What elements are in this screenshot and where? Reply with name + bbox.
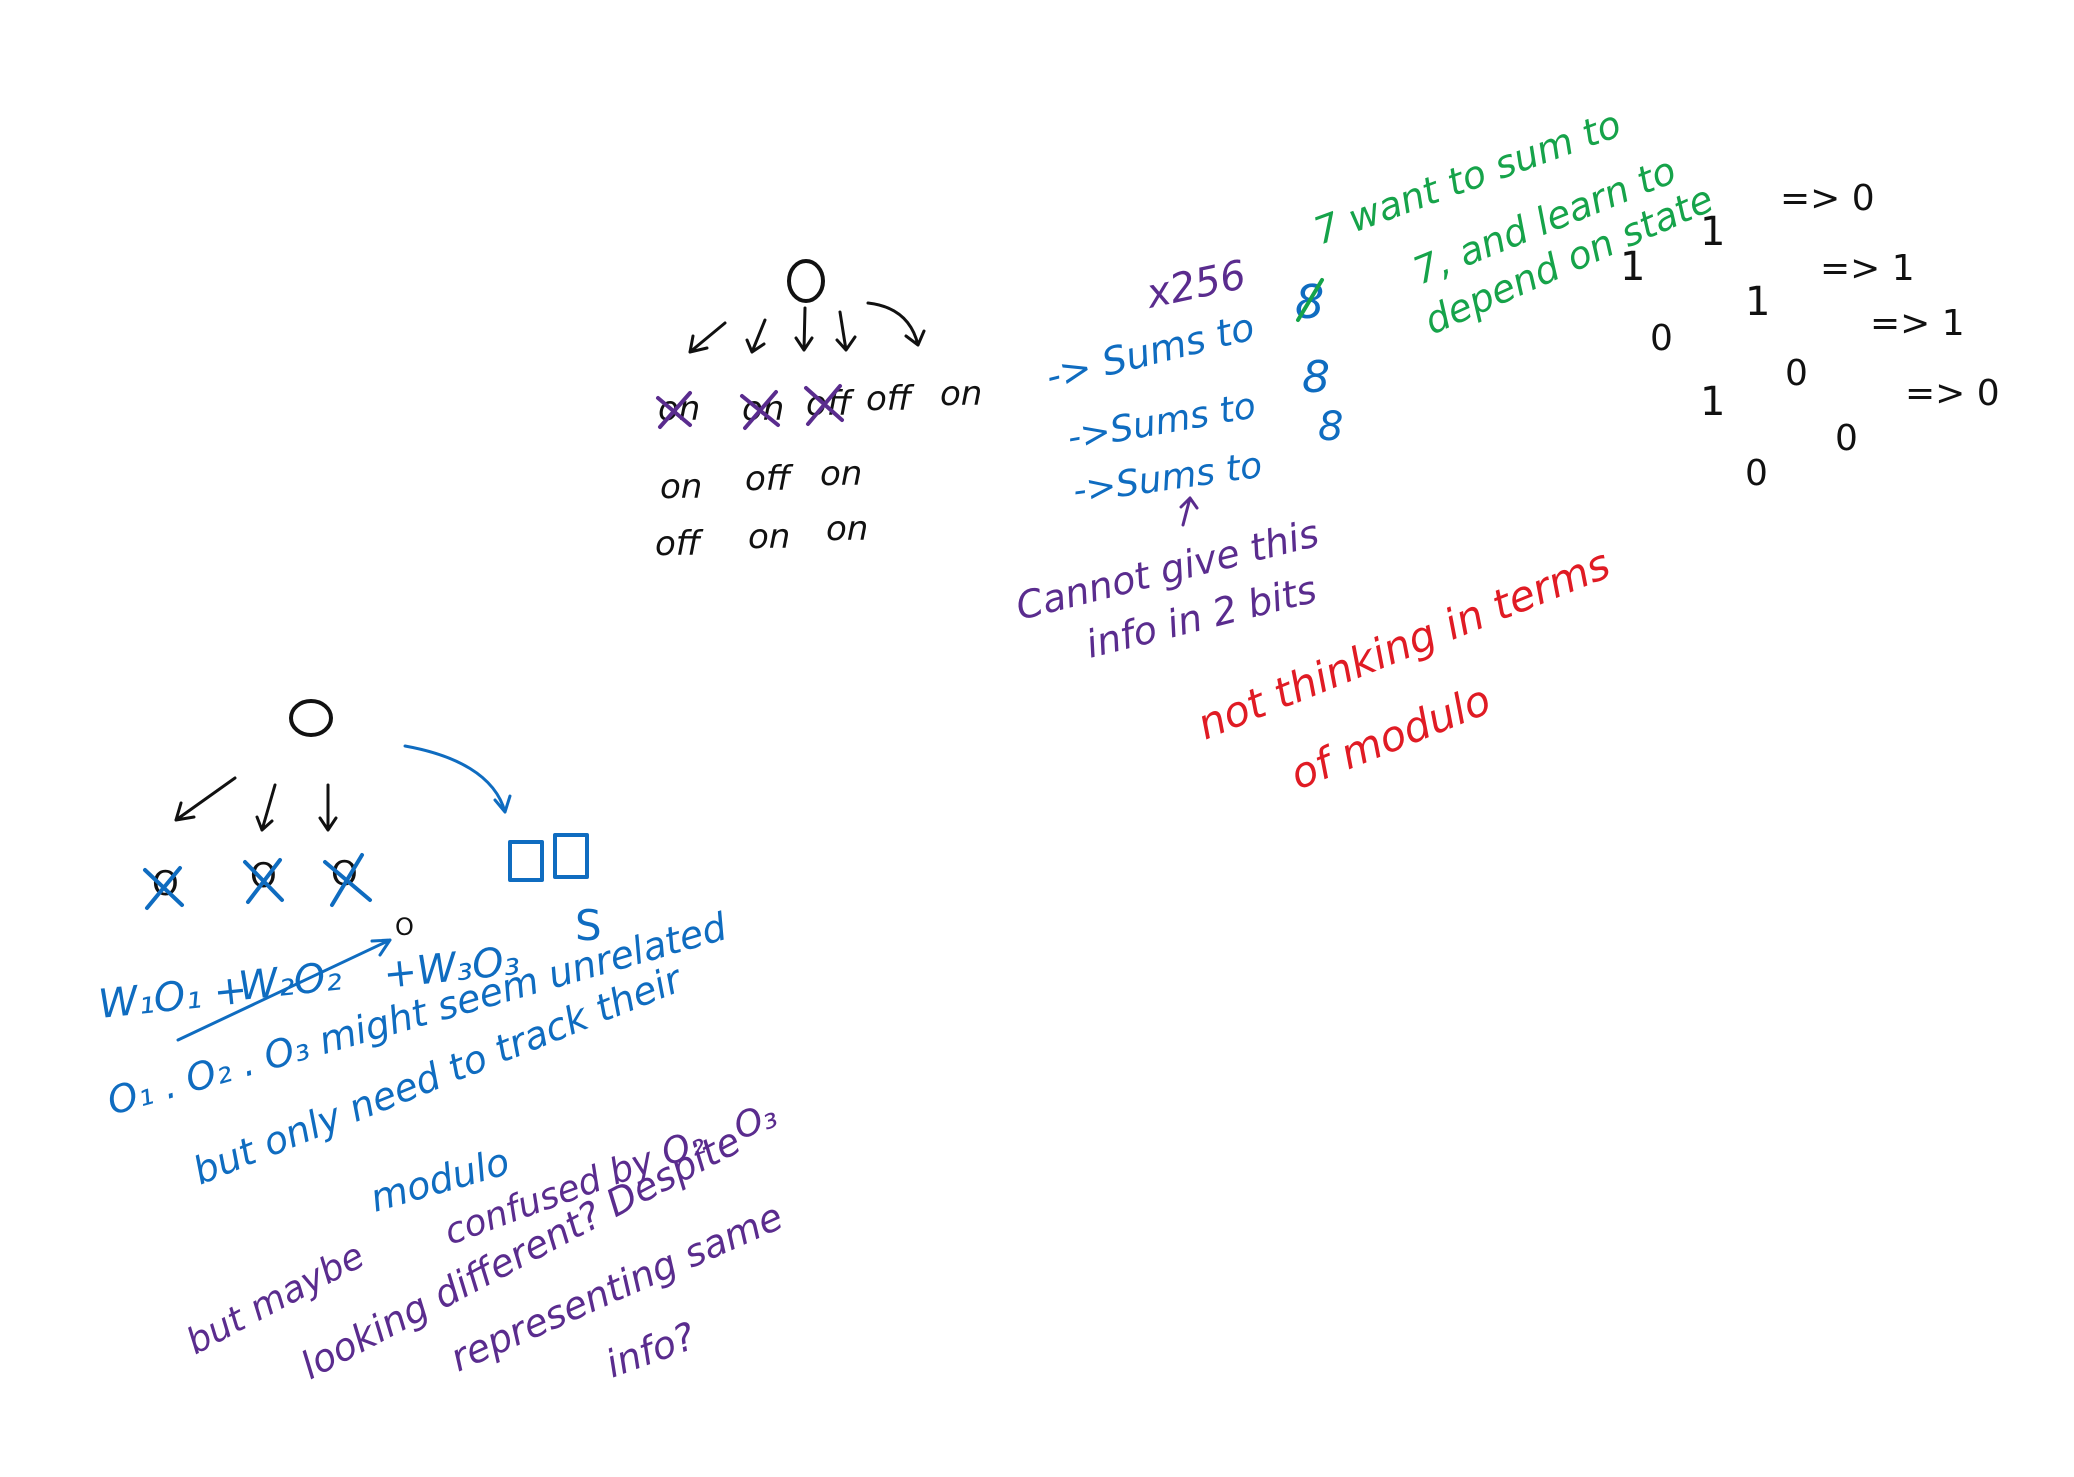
left-tree-arrow-to-box (403, 744, 512, 814)
mid-row2-item-1: on (660, 467, 702, 507)
left-tree-arrow-label: O (395, 913, 414, 941)
truth-row-1-a: 1 (1620, 244, 1645, 290)
green-note: 7 want to sum to 7, and learn to depend … (1308, 102, 1720, 344)
mid-tree: on on off off on on off on off on on (655, 259, 982, 564)
mid-row2-item-2: off (745, 459, 794, 499)
left-tree-root-node (289, 699, 333, 737)
truth-row-4-result: => 0 (1905, 373, 2000, 414)
mid-row2-item-3: on (820, 454, 862, 494)
mid-row3-item-2: on (748, 517, 790, 557)
sums-line-3-text: ->Sums to (1071, 445, 1265, 512)
sums-line-1-strike (1296, 278, 1324, 322)
sums-line-3-value: 8 (1318, 404, 1343, 450)
truth-row-2-a: 0 (1650, 318, 1673, 359)
left-tree-box-label: S (575, 901, 602, 950)
left-tree-boxes (508, 833, 589, 882)
sums-line-2-value: 8 (1302, 352, 1330, 403)
purple-note-line-5: info? (600, 1314, 701, 1387)
mid-row3-item-3: on (826, 509, 868, 549)
equation-term-2: W₂O₂ (236, 953, 343, 1010)
truth-row-4-a: 0 (1745, 453, 1768, 494)
left-tree: O O O S O (143, 699, 602, 950)
sums-line-1-text: -> Sums to (1042, 305, 1259, 399)
truth-row-1-b: 1 (1700, 209, 1725, 255)
mid-tree-root-node (787, 259, 825, 303)
truth-row-4-b: 0 (1835, 418, 1858, 459)
mid-tree-arrows (688, 301, 926, 354)
truth-table: 1 1 => 0 0 1 => 1 1 0 => 1 0 0 => 0 (1620, 178, 2000, 494)
red-note: not thinking in terms of modulo (1190, 539, 1616, 799)
left-tree-crossouts (143, 853, 372, 910)
truth-row-2-b: 1 (1745, 279, 1770, 325)
sums-line-2-text: ->Sums to (1064, 385, 1258, 458)
mid-row1-item-5: on (940, 374, 982, 414)
truth-row-3-b: 0 (1785, 353, 1808, 394)
equation-strike-arrow (176, 938, 392, 1042)
truth-row-3-a: 1 (1700, 379, 1725, 425)
sums-group: x256 -> Sums to 8 ->Sums to 8 ->Sums to … (1012, 252, 1344, 667)
left-tree-arrows (174, 776, 338, 832)
mid-row1-item-4: off (866, 379, 915, 419)
mid-row3-item-1: off (655, 524, 704, 564)
mid-row1-crossouts (656, 384, 844, 430)
truth-row-2-result: => 1 (1820, 248, 1915, 289)
truth-row-1-result: => 0 (1780, 178, 1875, 219)
truth-row-3-result: => 1 (1870, 303, 1965, 344)
sums-pointer-arrow (1179, 496, 1199, 527)
